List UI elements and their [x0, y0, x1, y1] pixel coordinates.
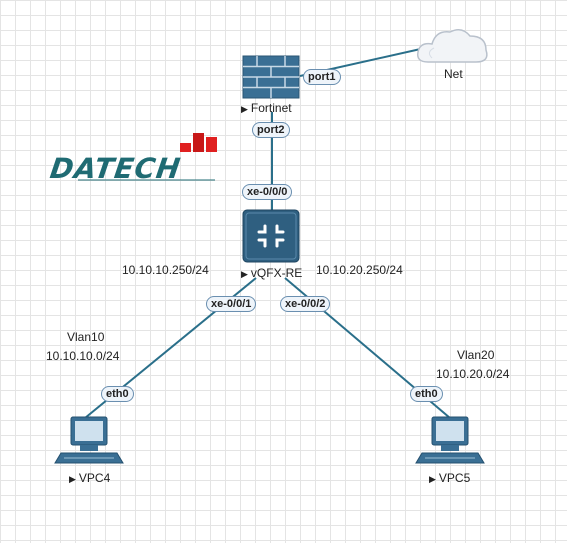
ip-right-label: 10.10.20.250/24	[316, 263, 403, 277]
node-label-vqfx: ▶vQFX-RE	[241, 266, 302, 280]
play-icon: ▶	[241, 269, 248, 279]
pc-icon[interactable]	[415, 416, 485, 464]
logo-accent-icon	[180, 133, 217, 152]
port-vqfx-xe002[interactable]: xe-0/0/2	[280, 296, 331, 312]
vlan10-network: 10.10.10.0/24	[46, 349, 120, 363]
vlan20-name: Vlan20	[457, 348, 495, 362]
port-vqfx-xe000[interactable]: xe-0/0/0	[242, 184, 293, 200]
node-label-vpc5-text: VPC5	[438, 471, 471, 485]
port-vpc5-eth0[interactable]: eth0	[410, 386, 443, 402]
port-vpc4-eth0[interactable]: eth0	[101, 386, 134, 402]
play-icon: ▶	[241, 104, 248, 114]
ip-left-label: 10.10.10.250/24	[122, 263, 209, 277]
node-label-vpc4-text: VPC4	[78, 471, 111, 485]
play-icon: ▶	[69, 474, 76, 484]
port-fortinet-port1[interactable]: port1	[303, 69, 341, 85]
node-label-vpc4: ▶VPC4	[69, 471, 110, 485]
node-label-vpc5: ▶VPC5	[429, 471, 470, 485]
node-label-fortinet: ▶Fortinet	[241, 101, 292, 115]
node-label-fortinet-text: Fortinet	[250, 101, 292, 115]
vlan20-network: 10.10.20.0/24	[436, 367, 510, 381]
switch-icon[interactable]	[242, 209, 300, 263]
cloud-icon[interactable]	[416, 29, 488, 63]
port-fortinet-port2[interactable]: port2	[252, 122, 290, 138]
pc-icon[interactable]	[54, 416, 124, 464]
port-vqfx-xe001[interactable]: xe-0/0/1	[206, 296, 257, 312]
play-icon: ▶	[429, 474, 436, 484]
vlan10-name: Vlan10	[67, 330, 105, 344]
node-label-vqfx-text: vQFX-RE	[250, 266, 303, 280]
logo-wordmark: DATECH	[48, 152, 183, 185]
firewall-icon[interactable]	[242, 55, 300, 99]
node-label-net: Net	[444, 67, 463, 81]
